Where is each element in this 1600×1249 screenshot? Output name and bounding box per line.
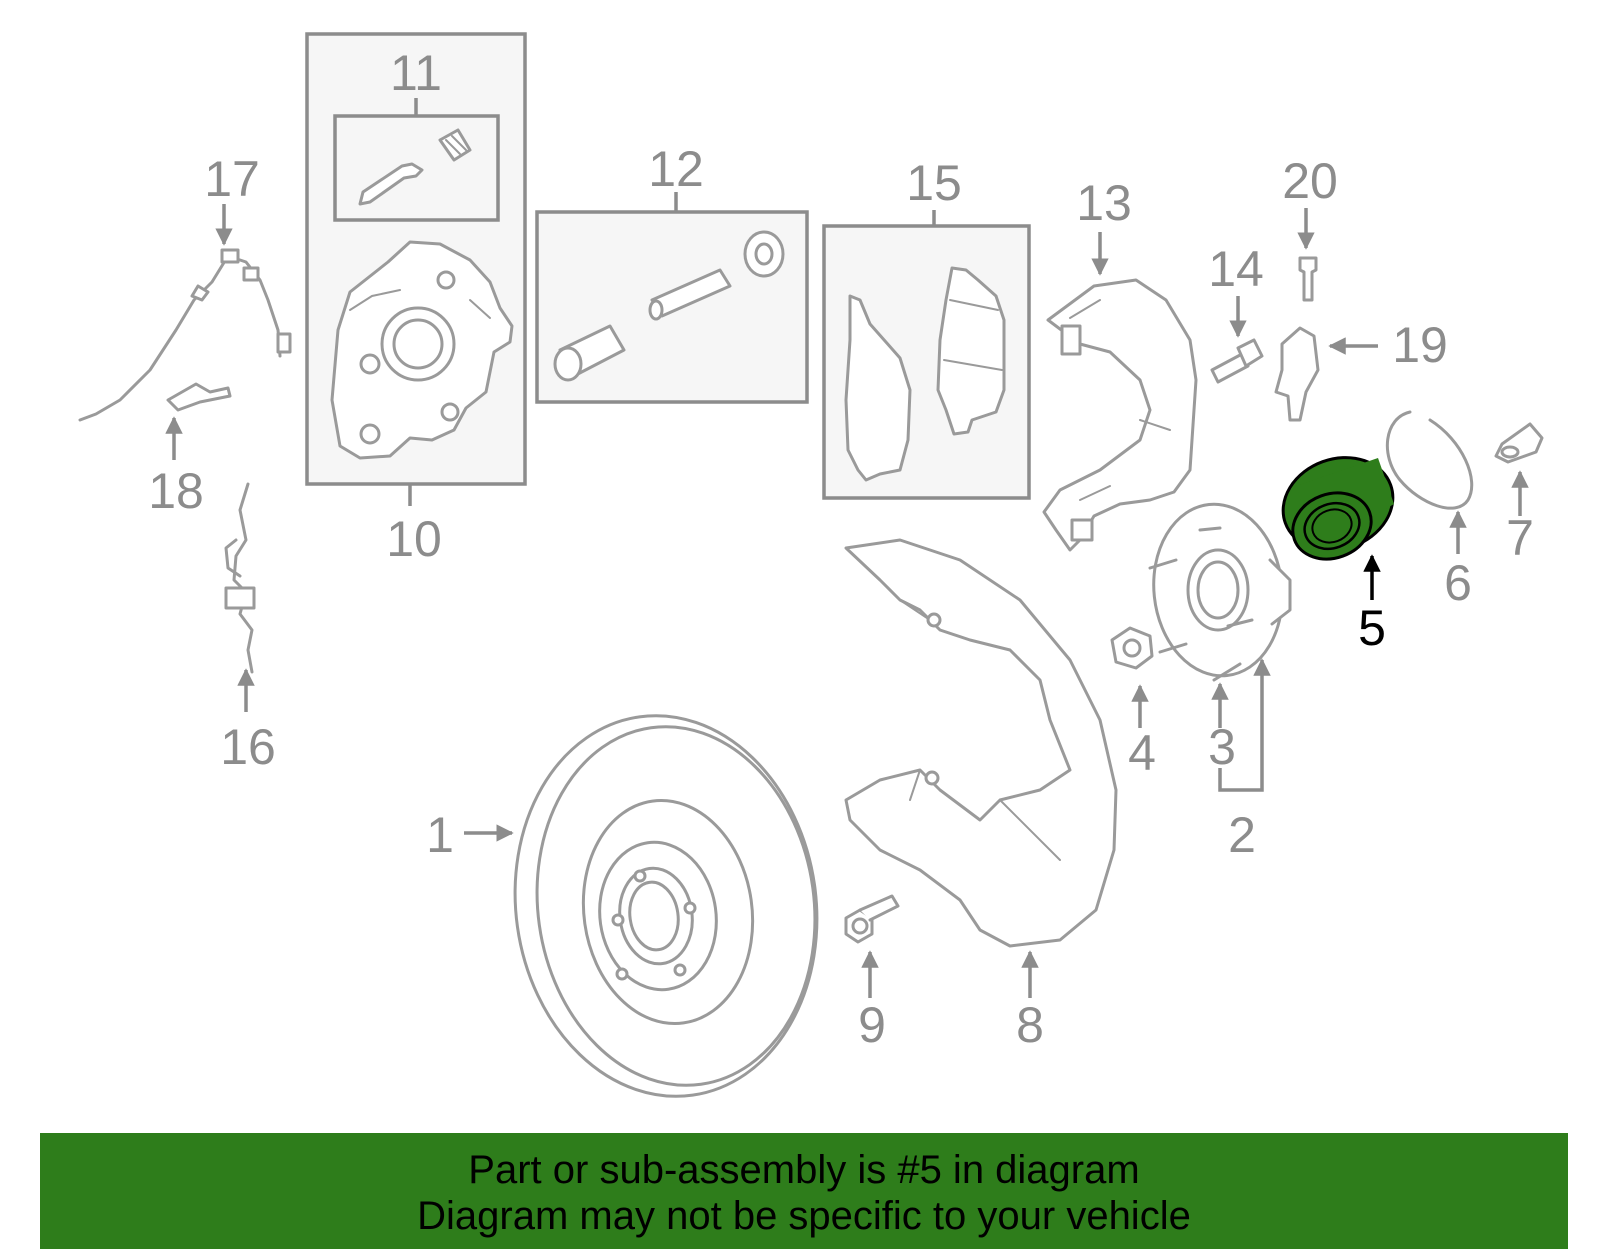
info-banner: Part or sub-assembly is #5 in diagram Di… [40,1133,1568,1249]
callout-8: 8 [1016,997,1044,1053]
callout-17: 17 [204,151,260,207]
callout-18: 18 [148,463,204,519]
callout-1: 1 [426,807,454,863]
callout-2: 2 [1228,807,1256,863]
retaining-clip [1494,422,1544,464]
shield-bolt [844,894,900,944]
leader-lines [165,204,1529,998]
callout-16: 16 [220,719,276,775]
caliper-assembly-box [305,32,527,506]
banner-line-disclaimer: Diagram may not be specific to your vehi… [417,1194,1191,1238]
guide-pin-kit-box [535,192,809,404]
hose-bracket [224,482,256,674]
abs-sensor [1274,256,1320,422]
callout-15: 15 [906,155,962,211]
callout-11: 11 [390,45,442,101]
sensor-harness [78,248,292,422]
callout-numbers: 1 2 3 4 5 6 7 8 9 10 11 12 13 14 15 16 1… [148,45,1534,1053]
hub-nut [1110,626,1154,670]
callout-19: 19 [1392,317,1448,373]
callout-9: 9 [858,997,886,1053]
callout-6: 6 [1444,555,1472,611]
wheel-bearing-highlighted[interactable] [1270,443,1406,570]
dust-shield [844,538,1118,948]
brake-pad-kit-box [822,210,1031,500]
callout-3: 3 [1208,719,1236,775]
callout-20: 20 [1282,153,1338,209]
callout-10: 10 [386,511,442,567]
bracket-bolt [1210,338,1264,384]
caliper-bracket [1042,278,1198,552]
banner-line-part-number: Part or sub-assembly is #5 in diagram [468,1148,1140,1192]
callout-13: 13 [1076,175,1132,231]
callout-7: 7 [1506,510,1534,566]
callout-14: 14 [1208,241,1264,297]
callout-12: 12 [648,141,704,197]
wheel-hub [1148,502,1292,682]
callout-4: 4 [1128,725,1156,781]
callout-5: 5 [1358,600,1386,656]
brake-rotor [513,714,819,1098]
snap-ring [1385,410,1474,510]
